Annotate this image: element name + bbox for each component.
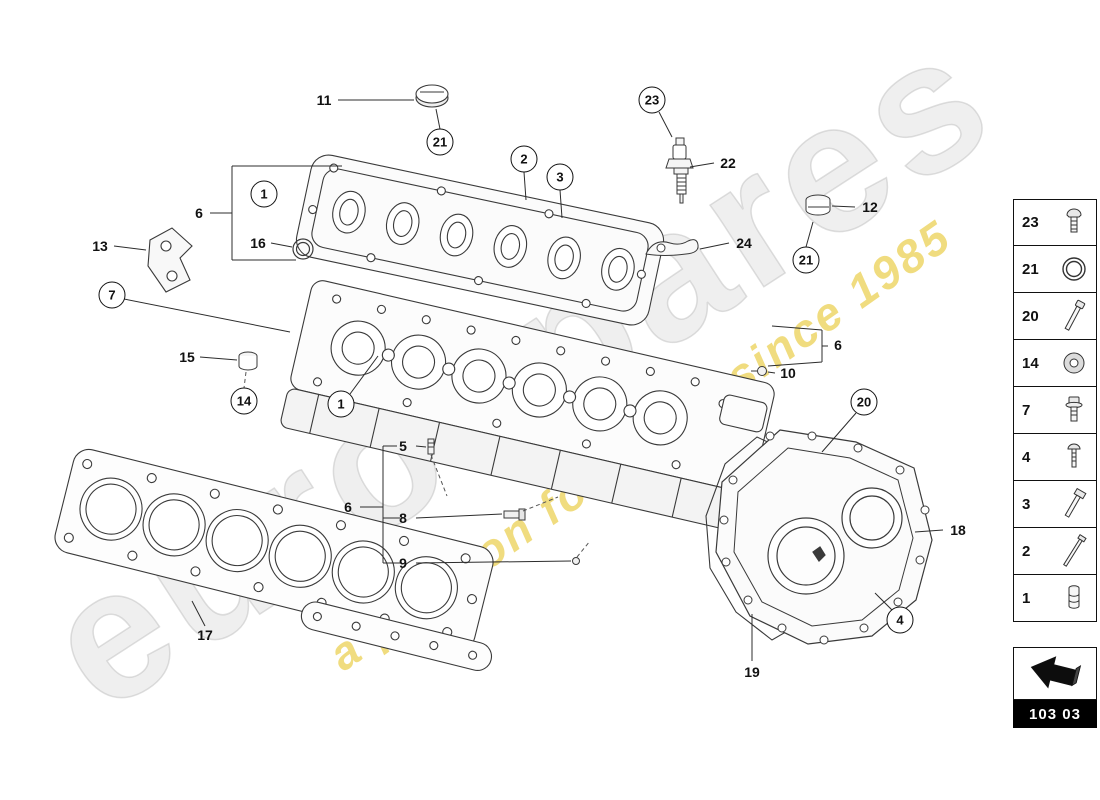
cover-emblem (812, 546, 826, 562)
callout-22[interactable]: 22 (720, 155, 736, 171)
callout-20[interactable]: 20 (850, 388, 878, 416)
callout-1-head[interactable]: 1 (327, 390, 355, 418)
callout-12[interactable]: 12 (862, 199, 878, 215)
parts-legend-sidebar: 23 21 20 14 (1013, 199, 1097, 622)
small-gasket-24-drawing (645, 239, 699, 256)
long-bolt-icon (1064, 299, 1086, 331)
part-number: 21 (1022, 260, 1039, 278)
valve-cover-drawing (295, 154, 665, 326)
callout-16[interactable]: 16 (250, 235, 266, 251)
pin-9-drawing (572, 557, 580, 565)
sidebar-part-7[interactable]: 7 (1013, 387, 1097, 434)
flange-bolt-icon (1065, 396, 1083, 422)
diagram-nav-box[interactable] (1013, 647, 1097, 700)
spark-plug-drawing (665, 137, 694, 204)
part-number: 7 (1022, 401, 1031, 419)
dowel-sleeve-icon (1068, 585, 1080, 609)
head-gasket-drawing (54, 448, 494, 651)
callout-8[interactable]: 8 (399, 510, 407, 526)
sidebar-part-3[interactable]: 3 (1013, 481, 1097, 528)
callout-6-cover[interactable]: 6 (195, 205, 203, 221)
dashed-leader-lines (243, 371, 591, 558)
sidebar-part-4[interactable]: 4 (1013, 434, 1097, 481)
back-arrow-icon (1030, 655, 1082, 689)
part-number: 20 (1022, 307, 1039, 325)
washer-icon (1063, 352, 1085, 374)
hex-bolt-icon (1064, 487, 1087, 518)
diagram-code-badge: 103 03 (1013, 700, 1097, 728)
sidebar-part-23[interactable]: 23 (1013, 199, 1097, 246)
part-number: 14 (1022, 354, 1039, 372)
sidebar-part-2[interactable]: 2 (1013, 528, 1097, 575)
diagram-code: 103 03 (1029, 705, 1081, 723)
callout-5[interactable]: 5 (399, 438, 407, 454)
callout-14[interactable]: 14 (230, 387, 258, 415)
callout-24[interactable]: 24 (736, 235, 752, 251)
part-number: 2 (1022, 542, 1031, 560)
callout-10[interactable]: 10 (780, 365, 796, 381)
stud-icon (1063, 534, 1087, 567)
sidebar-part-1[interactable]: 1 (1013, 575, 1097, 622)
bolt-8-drawing (503, 508, 526, 521)
callout-17[interactable]: 17 (197, 627, 213, 643)
callout-1-cover[interactable]: 1 (250, 180, 278, 208)
part-number: 23 (1022, 214, 1039, 231)
cylinder-head-drawing (280, 280, 775, 533)
callout-3[interactable]: 3 (546, 163, 574, 191)
pan-screw-icon (1067, 443, 1081, 468)
callout-2[interactable]: 2 (510, 145, 538, 173)
part-number: 3 (1022, 495, 1031, 513)
callout-15[interactable]: 15 (179, 349, 195, 365)
callout-13[interactable]: 13 (92, 238, 108, 254)
timing-cover-drawing (715, 429, 933, 645)
callout-9[interactable]: 9 (399, 555, 407, 571)
callout-21-cap[interactable]: 21 (426, 128, 454, 156)
callout-11[interactable]: 11 (316, 92, 332, 108)
bracket-drawing (147, 227, 193, 293)
sidebar-part-20[interactable]: 20 (1013, 293, 1097, 340)
callout-6-studs[interactable]: 6 (344, 499, 352, 515)
part-number: 4 (1022, 448, 1031, 466)
part-number: 1 (1022, 589, 1031, 607)
callout-21-seal[interactable]: 21 (792, 246, 820, 274)
o-ring-icon (1062, 257, 1086, 281)
o-ring-seal-drawing (292, 238, 314, 260)
callout-7[interactable]: 7 (98, 281, 126, 309)
callout-19[interactable]: 19 (744, 664, 760, 680)
stud-5-drawing (427, 438, 435, 455)
callout-6-head[interactable]: 6 (834, 337, 842, 353)
screw-plug-drawing (805, 194, 831, 216)
sidebar-part-14[interactable]: 14 (1013, 340, 1097, 387)
screw-icon (1066, 208, 1082, 232)
callout-18[interactable]: 18 (950, 522, 966, 538)
small-bolt-10-drawing (751, 366, 767, 376)
sidebar-part-21[interactable]: 21 (1013, 246, 1097, 293)
callout-23[interactable]: 23 (638, 86, 666, 114)
gasket-strip-drawing (300, 601, 493, 671)
leader-lines (113, 99, 944, 661)
callout-4[interactable]: 4 (886, 606, 914, 634)
plug-drawing (238, 351, 258, 371)
oil-cap-drawing (415, 84, 449, 108)
